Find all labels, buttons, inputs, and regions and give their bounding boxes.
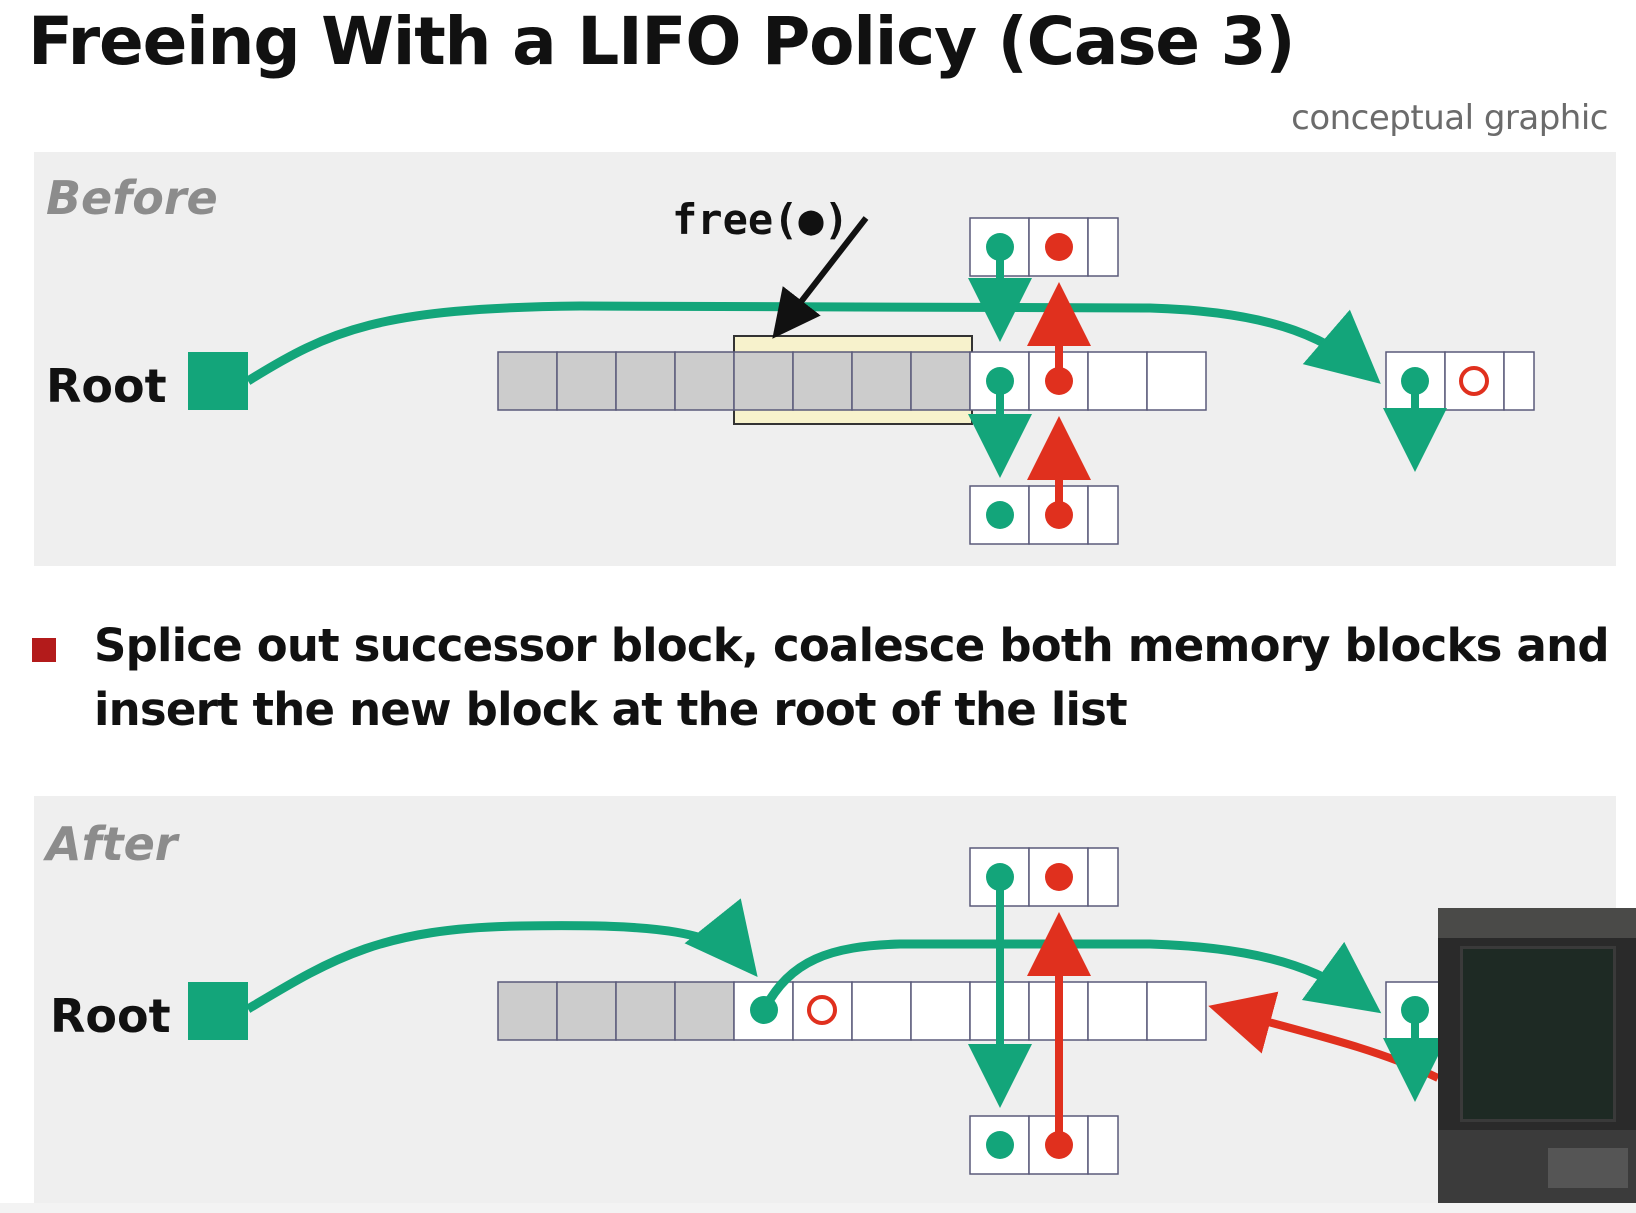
after-new-block-null-prev-icon xyxy=(807,995,837,1025)
before-middle-prev-dot-icon xyxy=(1045,367,1073,395)
before-right-null-prev-icon xyxy=(1459,366,1489,396)
before-root-next-pointer xyxy=(245,301,1381,385)
after-new-block-next-pointer xyxy=(760,939,1382,1014)
after-top-next-dot-icon xyxy=(986,863,1014,891)
before-right-next-dot-icon xyxy=(1401,367,1429,395)
before-top-prev-dot-icon xyxy=(1045,233,1073,261)
after-top-prev-dot-icon xyxy=(1045,863,1073,891)
after-root-label: Root xyxy=(50,989,171,1043)
after-panel: After Root xyxy=(34,796,1616,1208)
before-top-next-dot-icon xyxy=(986,233,1014,261)
presenter-video-thumbnail xyxy=(1438,908,1636,1213)
before-bottom-prev-dot-icon xyxy=(1045,501,1073,529)
before-top-free-block xyxy=(969,217,1119,277)
after-label: After xyxy=(43,817,181,871)
after-heap-strip xyxy=(497,981,1207,1041)
caption-conceptual-graphic: conceptual graphic xyxy=(1291,98,1608,138)
after-bottom-prev-dot-icon xyxy=(1045,1131,1073,1159)
after-root-square-icon xyxy=(188,982,248,1040)
footer-strip xyxy=(0,1203,1636,1213)
before-bottom-next-dot-icon xyxy=(986,501,1014,529)
free-call-arrow xyxy=(772,216,869,339)
free-call-label: free(●) xyxy=(672,195,849,244)
after-root-next-pointer xyxy=(245,898,758,1013)
after-new-block-next-dot-icon xyxy=(750,996,778,1024)
bullet-square-icon xyxy=(32,638,56,662)
before-middle-next-dot-icon xyxy=(986,367,1014,395)
before-panel: Before Root xyxy=(34,152,1616,566)
after-top-free-block xyxy=(969,847,1119,907)
after-right-next-dot-icon xyxy=(1401,996,1429,1024)
before-heap-strip xyxy=(497,351,1207,411)
before-root-square-icon xyxy=(188,352,248,410)
before-root-label: Root xyxy=(46,359,167,413)
slide-title: Freeing With a LIFO Policy (Case 3) xyxy=(28,3,1296,80)
bullet-text: Splice out successor block, coalesce bot… xyxy=(94,619,1610,736)
after-bottom-next-dot-icon xyxy=(986,1131,1014,1159)
before-label: Before xyxy=(46,171,218,225)
